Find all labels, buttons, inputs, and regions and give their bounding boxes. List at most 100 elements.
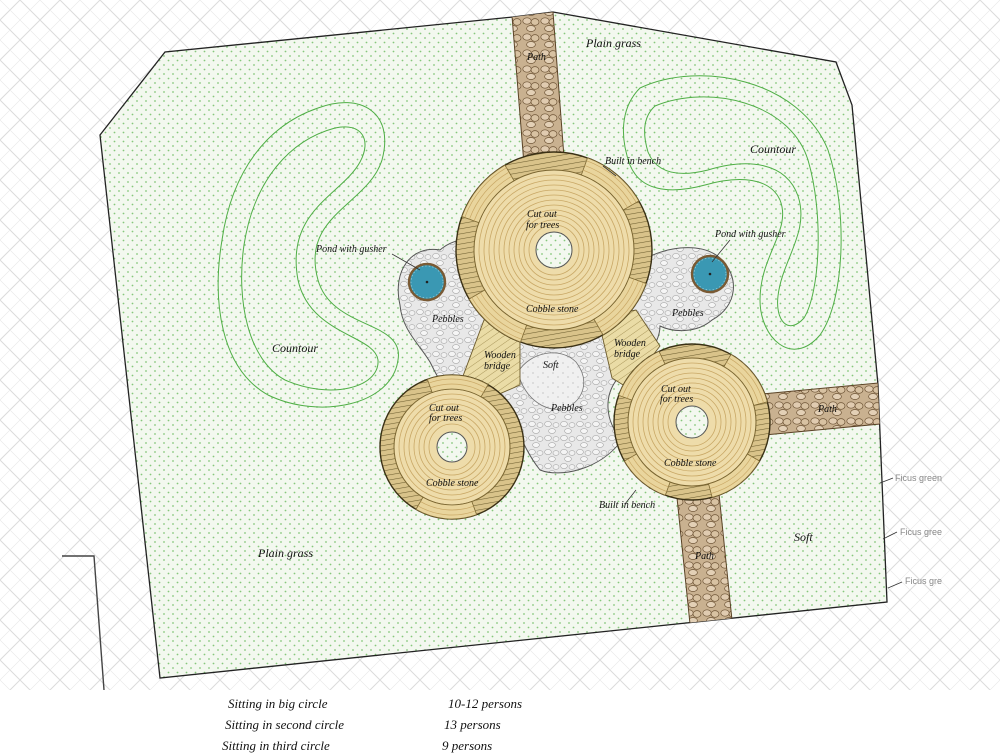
legend-label-3: Sitting in third circle — [222, 738, 330, 753]
legend-label-2: Sitting in second circle — [225, 717, 345, 732]
cobble-segment — [415, 496, 478, 520]
cobble-segment-ring — [626, 359, 663, 399]
cobble-ring — [508, 204, 600, 296]
label-ficus-3: Ficus gre — [905, 576, 942, 586]
cobble-ring — [523, 219, 585, 281]
cobble-segment-ring — [417, 505, 476, 516]
cobble-ring — [483, 179, 625, 321]
cobble-segment-ring — [471, 297, 522, 340]
cobble-segment-ring — [601, 282, 644, 333]
cobble-ring — [513, 209, 595, 291]
cobble-ring — [642, 372, 742, 472]
cobble-ring — [398, 393, 506, 501]
label-plain-grass-top: Plain grass — [585, 36, 641, 50]
cobble-ring — [632, 362, 752, 482]
cobble-ring — [657, 387, 727, 457]
cobble-segment — [618, 350, 666, 401]
contour-right — [622, 75, 842, 350]
label-soft-center: Soft — [543, 360, 559, 371]
cobble-segment — [426, 374, 489, 398]
cobble-ring — [423, 418, 481, 476]
cobble-segment-ring — [622, 354, 661, 397]
cobble-ring — [478, 174, 630, 326]
legend-label-1: Sitting in big circle — [228, 696, 328, 711]
cobble-segment-ring — [598, 280, 639, 329]
tree-cutout-grass — [438, 433, 466, 461]
cobble-segment-ring — [420, 501, 474, 511]
cobble-ring — [667, 397, 717, 447]
cobble-segment-ring — [586, 160, 637, 203]
pond-right — [690, 254, 730, 294]
label-cobble-right: Cobble stone — [664, 458, 717, 469]
cobble-ring — [662, 392, 722, 452]
cobble-ring — [647, 377, 737, 467]
label-plain-grass-left: Plain grass — [257, 546, 313, 560]
label-cobble-left: Cobble stone — [426, 478, 479, 489]
cobble-ring — [498, 194, 610, 306]
cobble-segment-ring — [469, 171, 510, 220]
cobble-ring — [428, 423, 476, 471]
tree-cutout-grass — [537, 233, 571, 267]
cobble-segment — [468, 289, 528, 343]
cobble-ring — [652, 382, 732, 462]
cobble-segment — [723, 353, 768, 406]
cobble-segment-ring — [582, 169, 628, 208]
cobble-ring — [413, 408, 491, 486]
cobble-ring — [518, 214, 590, 286]
contour-left — [217, 102, 399, 408]
cobble-ring — [493, 189, 615, 311]
cobble-ring — [488, 184, 620, 316]
cobble-ring — [528, 224, 580, 276]
label-path-top: Path — [526, 52, 546, 63]
label-contour-right: Countour — [750, 142, 796, 156]
cobble-segment-ring — [480, 292, 526, 331]
label-pebbles-right: Pebbles — [671, 308, 704, 319]
soft-area — [517, 352, 585, 410]
cobble-segment-ring — [464, 167, 507, 218]
label-ficus-2: Ficus gree — [900, 527, 942, 537]
label-pond-left: Pond with gusher — [315, 244, 387, 255]
legend-value-2: 13 persons — [444, 717, 501, 732]
cobble-segment — [708, 453, 761, 498]
cobble-segment-ring — [584, 165, 633, 206]
pond-left — [407, 262, 447, 302]
label-contour-left: Countour — [272, 341, 318, 355]
seating-circle-second — [379, 374, 525, 520]
cobble-segment — [580, 157, 640, 211]
legend-value-1: 10-12 persons — [448, 696, 523, 711]
leader-lines — [391, 165, 903, 589]
label-path-bottom: Path — [694, 551, 714, 562]
cobble-segment-ring — [709, 456, 753, 489]
cobble-segment-ring — [475, 294, 524, 335]
seating-circle-third — [613, 343, 771, 501]
label-built-in-bench-bottom: Built in bench — [599, 500, 655, 511]
legend-area — [0, 690, 1000, 750]
building-outline — [62, 555, 105, 691]
cobble-segment-ring — [711, 458, 757, 494]
cobble-segment-ring — [726, 361, 759, 405]
label-built-in-bench-top: Built in bench — [605, 156, 661, 167]
label-ficus-1: Ficus green — [895, 473, 942, 483]
label-cobble-big: Cobble stone — [526, 304, 579, 315]
cobble-segment-ring — [428, 378, 487, 389]
cobble-ring — [408, 403, 496, 491]
seating-legend: Sitting in big circle 10-12 persons Sitt… — [0, 690, 1000, 753]
label-soft-right: Soft — [794, 530, 813, 544]
cobble-segment — [593, 276, 647, 336]
tree-cutout-grass — [677, 407, 707, 437]
cobble-ring — [637, 367, 747, 477]
cobble-segment-ring — [631, 456, 669, 488]
cobble-ring — [403, 398, 501, 496]
label-pebbles-center: Pebbles — [550, 403, 583, 414]
legend-value-3: 9 persons — [442, 738, 493, 753]
label-pebbles-left: Pebbles — [431, 314, 464, 325]
cobble-ring — [503, 199, 605, 301]
cobble-segment-ring — [627, 458, 667, 492]
cobble-ring — [418, 413, 486, 481]
